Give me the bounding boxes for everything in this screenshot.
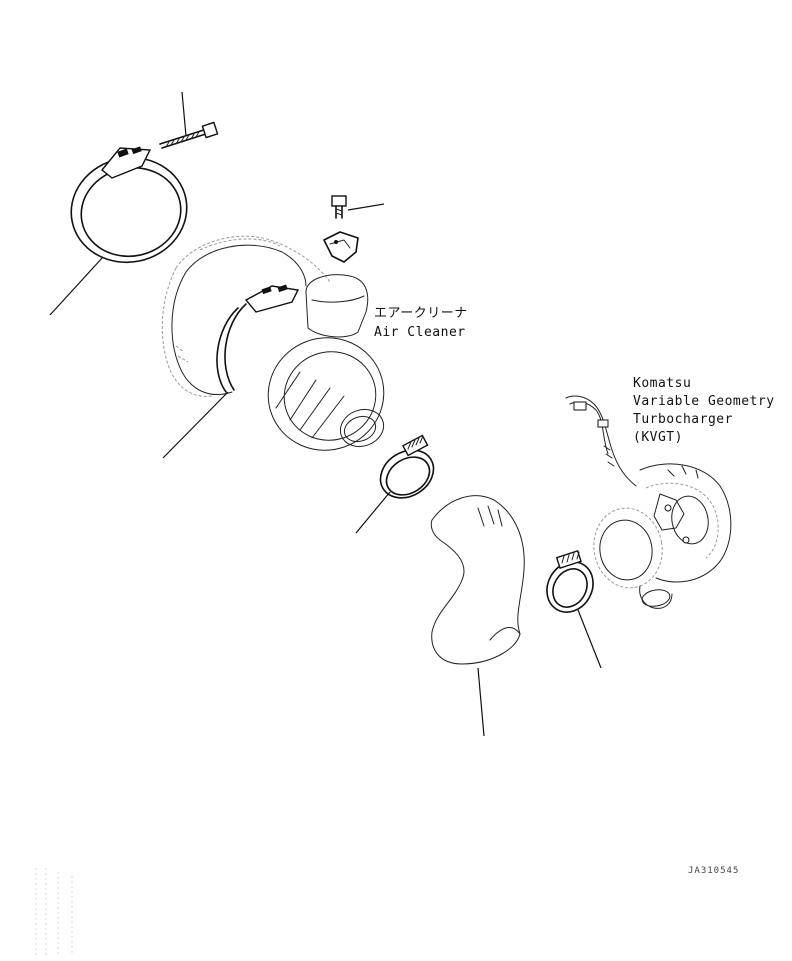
large-band-clamp-leader: [49, 256, 104, 316]
long-bolt: [159, 121, 219, 149]
air-cleaner-label-jp: エアークリーナ: [374, 306, 468, 321]
small-bolt: [331, 195, 347, 219]
small-bolt-leader: [347, 203, 385, 211]
small-hose-clamp-left-leader: [355, 491, 391, 534]
large-band-clamp: [70, 146, 188, 264]
scan-artifacts: [35, 868, 73, 956]
figure-code: JA310545: [688, 866, 740, 876]
small-hose-clamp-right: [546, 550, 594, 613]
long-bolt-leader: [181, 91, 187, 137]
elbow-hose-leader: [477, 667, 485, 737]
turbo-label-line1: Komatsu: [633, 376, 692, 391]
turbocharger: [565, 395, 732, 609]
small-hose-clamp-left: [379, 434, 435, 499]
turbo-label-line4: (KVGT): [633, 430, 683, 445]
turbo-label-line3: Turbocharger: [633, 412, 733, 427]
body-clamp-leader: [162, 391, 229, 459]
air-cleaner-body: [161, 235, 385, 451]
air-cleaner-label-en: Air Cleaner: [374, 325, 466, 340]
elbow-hose: [430, 495, 525, 665]
turbo-label-line2: Variable Geometry: [633, 394, 775, 409]
mounting-bracket: [323, 231, 359, 263]
small-hose-clamp-right-leader: [577, 609, 602, 669]
